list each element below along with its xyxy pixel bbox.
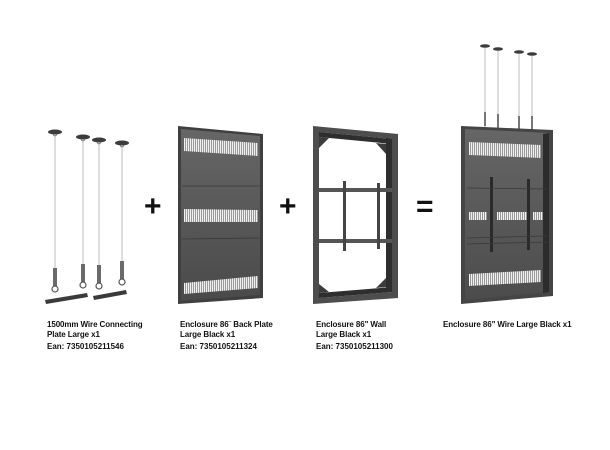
product-name-line2: Large Black x1 xyxy=(316,330,372,339)
ceiling-wire-kit-icon xyxy=(45,129,129,304)
product-name-line2: Large Black x1 xyxy=(180,330,236,339)
assembled-enclosure-icon xyxy=(461,44,553,304)
plus-operator: + xyxy=(144,190,162,223)
product-ean: Ean: 7350105211546 xyxy=(47,342,124,351)
plus-operator: + xyxy=(279,190,297,223)
product-name-line1: Enclosure 86¨ Back Plate xyxy=(180,320,273,329)
product-name-line1: 1500mm Wire Connecting xyxy=(47,320,143,329)
back-plate-panel-icon xyxy=(178,126,263,304)
equals-operator: = xyxy=(416,190,434,223)
product-name-line2: Plate Large x1 xyxy=(47,330,100,339)
result-name: Enclosure 86" Wire Large Black x1 xyxy=(443,320,572,329)
product-name-line1: Enclosure 86" Wall xyxy=(316,320,387,329)
wall-frame-mount-icon xyxy=(313,126,398,304)
product-ean: Ean: 7350105211324 xyxy=(180,342,257,351)
product-ean: Ean: 7350105211300 xyxy=(316,342,393,351)
